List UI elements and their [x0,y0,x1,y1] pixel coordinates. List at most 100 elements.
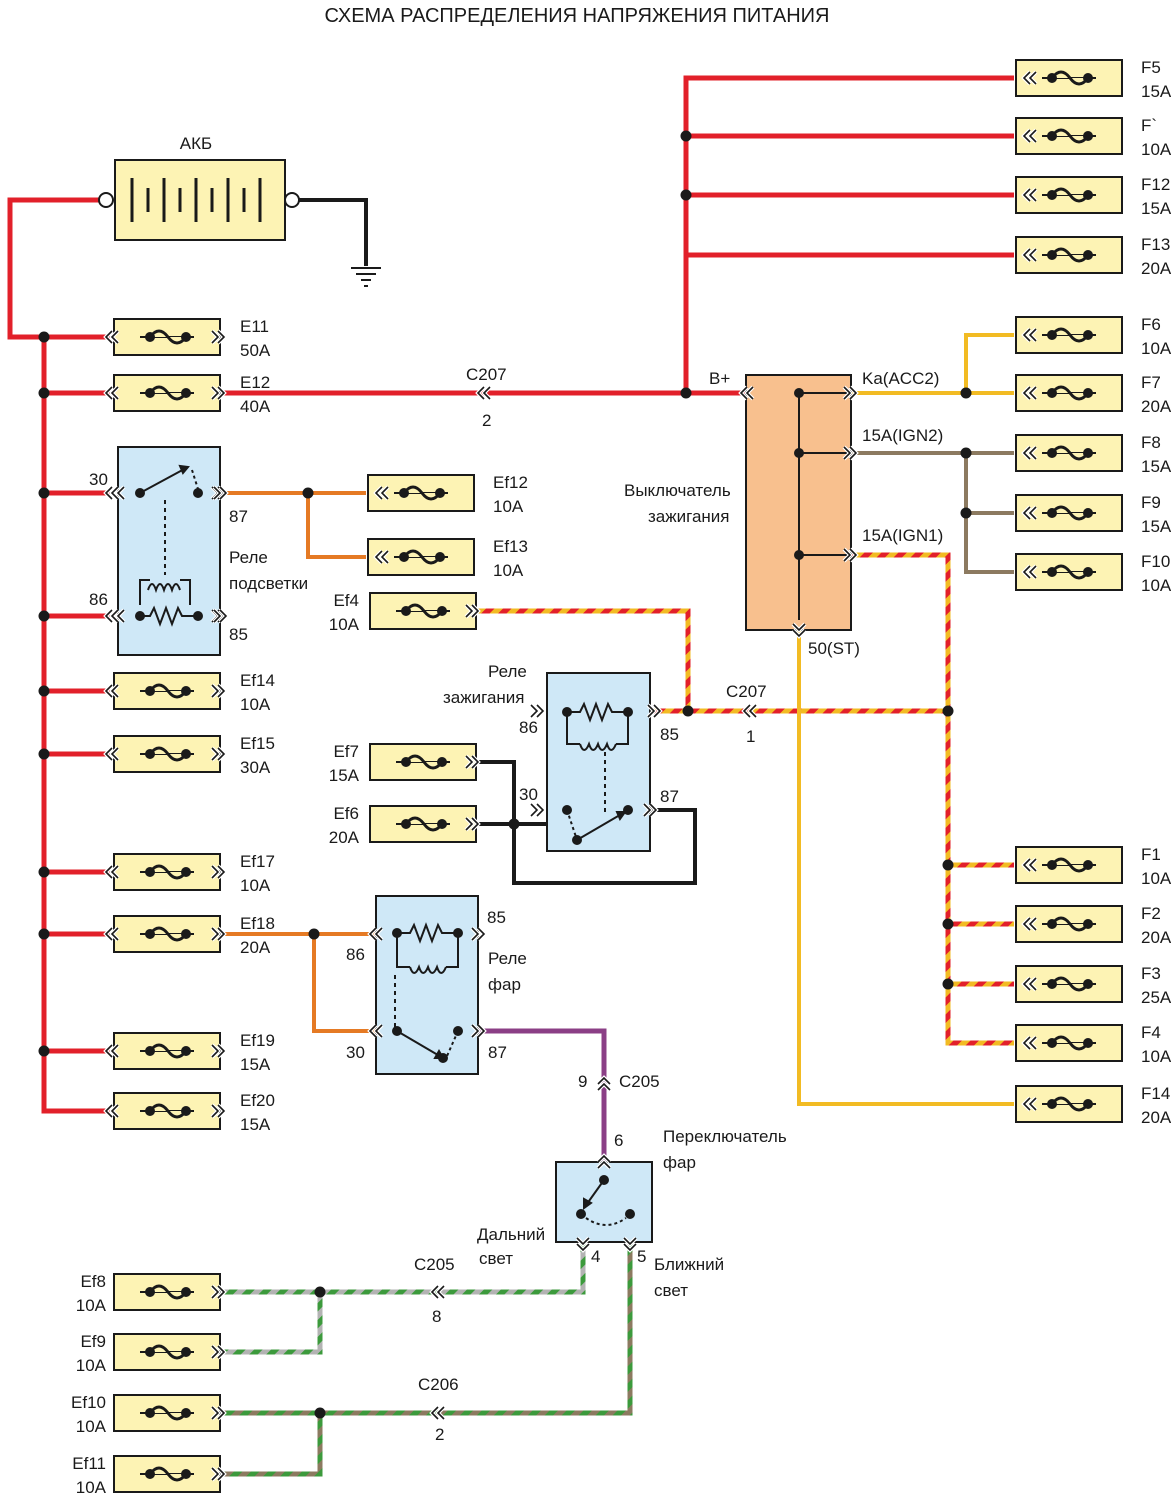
wire [478,1028,607,1162]
terminal-label: 15A(IGN2) [862,426,943,445]
fuse-name: Ef11 [72,1454,106,1473]
connector-arrow-icon [374,486,389,500]
pin-label: 86 [89,590,108,609]
connector-arrow-icon [739,386,754,400]
battery: АКБ [98,134,381,287]
pin-label: 6 [614,1131,623,1150]
fuse-contact [399,488,409,498]
fuse-body [1015,965,1123,1003]
fuse-contact [435,552,445,562]
fuse-element-icon [1050,857,1090,873]
junction-dot [38,866,50,878]
relay-headlight: 85 86 30 87 Реле фар [346,895,527,1075]
fuse-contact [181,1347,191,1357]
fuse-name: F1 [1141,845,1161,864]
connector-arrow-icon [104,1104,119,1118]
junction-dot [38,487,50,499]
fuse-element-icon [148,1103,188,1119]
junction-dot [38,748,50,760]
fuse-rating: 20A [1141,928,1171,947]
fuse-element-icon [1050,247,1090,263]
fuse-rating: 15A [1141,457,1171,476]
fuse-element-icon [1050,1035,1090,1051]
fuse-contact [1047,1038,1057,1048]
fuse-contact [1083,1099,1093,1109]
fuse-rating: 10A [493,561,524,580]
connector-arrow-icon [211,747,226,761]
wire [851,552,1014,1046]
fuse-contact [1083,330,1093,340]
fuse-contact [437,757,447,767]
fuse-contact [1047,1099,1057,1109]
connector-arrow-icon [104,1044,119,1058]
fuse-element-icon [148,1344,188,1360]
ignition-switch-name: зажигания [648,507,730,526]
fuse-name: Ef6 [333,804,359,823]
connector-arrow-icon [211,330,226,344]
fuse-contact [145,388,155,398]
fuse-element-icon [1050,976,1090,992]
junction-dot [314,1286,326,1298]
junction-dot [38,610,50,622]
terminal-label: 15A(IGN1) [862,526,943,545]
fuse-element-icon [1050,70,1090,86]
fuse-element-icon [402,485,442,501]
pin-label: 85 [487,908,506,927]
connector-arrow-icon [792,623,806,638]
connector-arrow-icon [1022,917,1037,931]
fuse-contact [1083,1038,1093,1048]
relay-coil-icon [562,701,633,815]
junction-dot [682,705,694,717]
connector-pin: 1 [746,727,755,746]
connector-arrow-icon [104,747,119,761]
junction-dot [680,189,692,201]
connector-pin: 9 [578,1072,587,1091]
connector-arrow-icon [213,486,228,500]
connector-arrow-icon [647,704,662,718]
fuse-contact [437,606,447,616]
connector-arrow-icon [576,1237,590,1252]
fuse-rating: 10A [1141,1047,1171,1066]
junction-dot [302,487,314,499]
fuse-rating: 20A [1141,259,1171,278]
connector-arrow-icon [1022,858,1037,872]
fuse-contact [1047,330,1057,340]
fuse-contact [1047,979,1057,989]
fuse-contact [181,686,191,696]
fuse-rating: 20A [1141,397,1171,416]
battery-label: АКБ [180,134,212,153]
junction-dot [314,1407,326,1419]
fuse-contact [181,1046,191,1056]
fuse-element-icon [148,1405,188,1421]
high-beam-label: свет [479,1249,513,1268]
fuse-name: E11 [240,317,269,336]
connector-arrow-icon [1022,328,1037,342]
fuse-contact [1083,73,1093,83]
fuse-element-icon [1050,445,1090,461]
connector-arrow-icon [110,609,125,623]
fuse-name: F14 [1141,1084,1170,1103]
pin-label: 85 [229,625,248,644]
fuse-element-icon [148,864,188,880]
fuse-name: F` [1141,116,1157,135]
wires [7,75,1014,1477]
fuse-contact [145,332,155,342]
fuse-contact [1047,250,1057,260]
fuse-name: F9 [1141,493,1161,512]
fuse-contact [181,1469,191,1479]
fuse-element-icon [148,683,188,699]
fuse-contact [1083,508,1093,518]
connector-arrow-icon [476,386,491,400]
fuse-rating: 50A [240,341,271,360]
connector-arrow-icon [1022,977,1037,991]
